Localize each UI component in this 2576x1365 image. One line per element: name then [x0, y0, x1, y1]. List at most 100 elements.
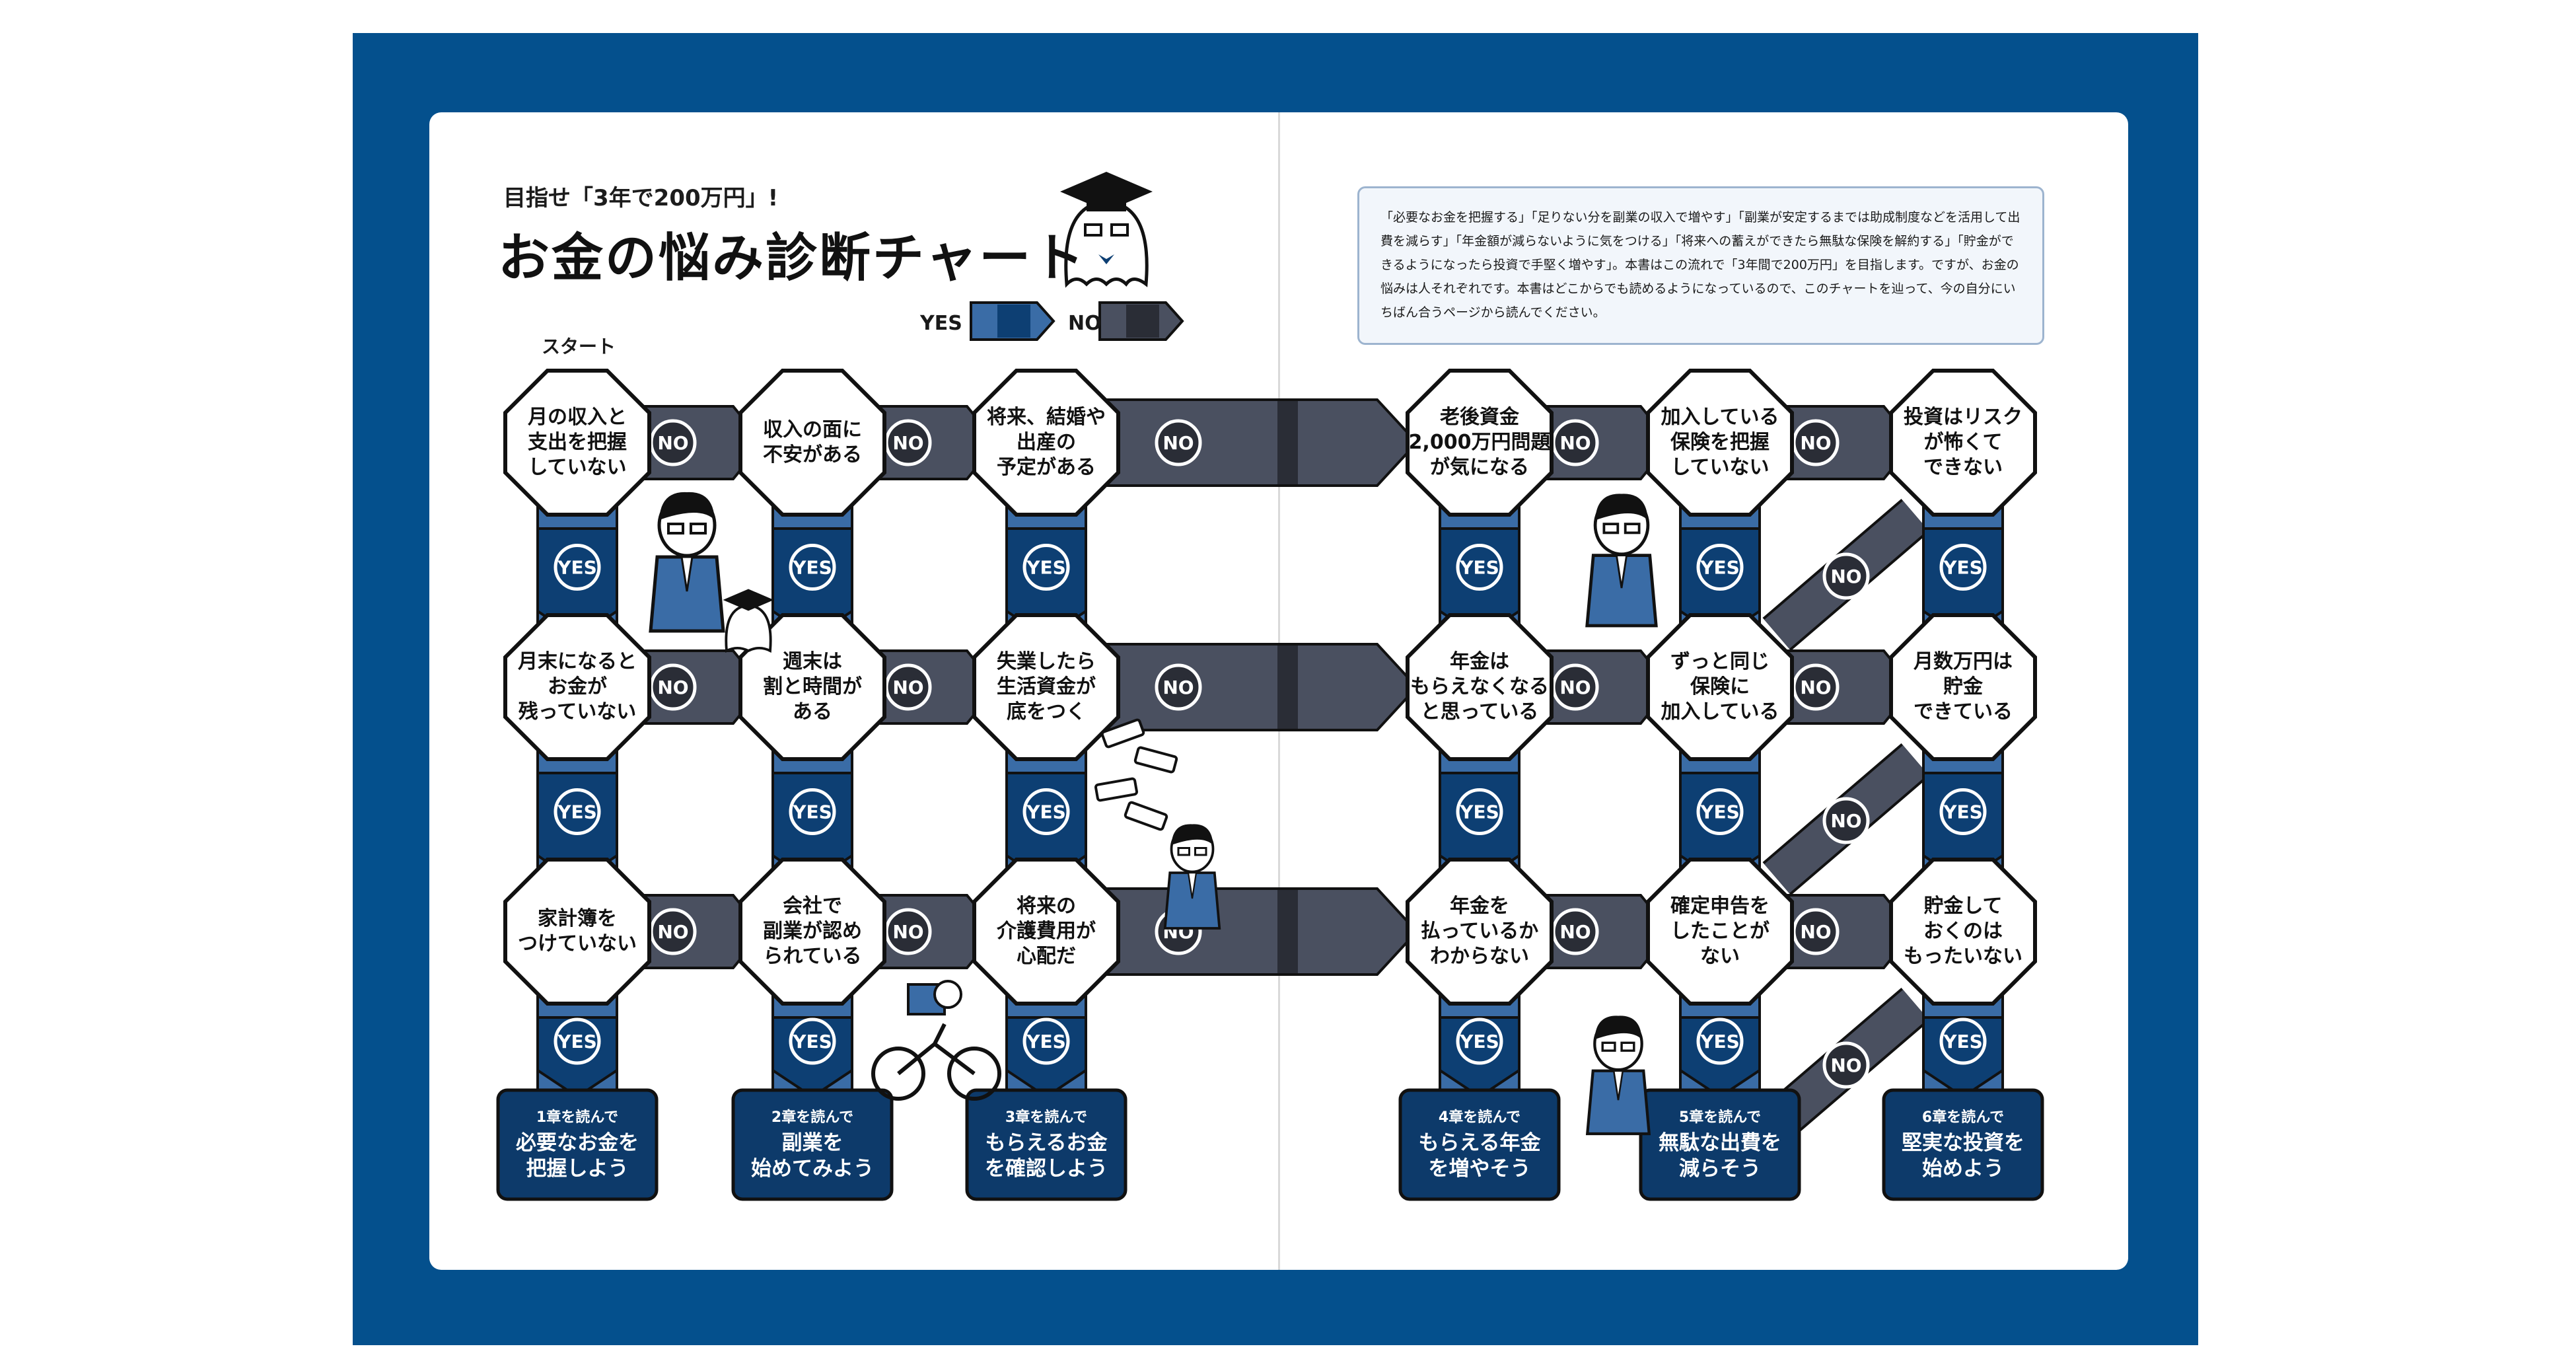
businessman-figure-icon-2-hair [1595, 494, 1648, 521]
no-connector-c1-c2-r2-badge-label: NO [657, 677, 688, 698]
businessman-figure-icon-1-hair [659, 492, 715, 520]
result-title-c4: もらえる年金 を増やそう [1418, 1130, 1541, 1181]
yes-connector-c4-r3-badge: YES [1456, 1017, 1503, 1065]
flying-banknotes-icon-4 [1124, 801, 1168, 831]
yes-connector-c4-r2-badge-label: YES [1459, 801, 1499, 823]
question-node-c4-r3 [1406, 858, 1554, 1006]
mascot-glasses-left [1084, 223, 1102, 237]
businessman-figure-icon-2-glasses-right [1624, 523, 1641, 535]
legend-yes-arrow [970, 301, 1055, 341]
no-connector-c4-c5-r1-badge-label: NO [1559, 432, 1591, 454]
no-connector-c5-c6-r3-badge: NO [1792, 908, 1840, 955]
small-mascot-body [725, 604, 772, 653]
no-connector-cross-row-2-badge-label: NO [1163, 677, 1194, 698]
yes-connector-c3-r2-badge: YES [1022, 788, 1070, 835]
no-connector-cross-row-1-badge-circle [1155, 419, 1202, 466]
no-connector-c2-c3-r2-badge: NO [884, 663, 932, 711]
question-text-c6-r1: 投資はリスク が怖くて できない [1904, 406, 2022, 479]
yes-connector-c5-r2-badge-label: YES [1699, 801, 1740, 823]
result-box-c4 [1398, 1088, 1561, 1201]
no-connector-diag-2-badge-circle [1822, 797, 1870, 844]
piggy-bank-figure-icon-suit [1163, 871, 1221, 930]
no-connector-cross-row-2-body [1104, 643, 1419, 731]
yes-connector-c5-r3-badge-circle [1696, 1017, 1744, 1065]
flying-banknotes-icon-1 [1100, 718, 1145, 749]
businessman-figure-icon-2 [1585, 494, 1658, 628]
no-connector-cross-row-2-badge: NO [1155, 663, 1202, 711]
legend-yes-label: YES [920, 312, 962, 335]
yes-connector-c3-r3-badge: YES [1022, 1017, 1070, 1065]
small-mascot-icon [723, 589, 774, 653]
yes-connector-c2-r3-badge-label: YES [792, 1031, 832, 1052]
result-chapter-c3: 3章を読んで [1005, 1109, 1088, 1126]
mascot-bowtie [1098, 254, 1114, 264]
result-box-text-c1: 1章を読んで必要なお金を 把握しよう [498, 1090, 657, 1199]
result-box-c2 [731, 1088, 894, 1201]
no-connector-c2-c3-r3-badge: NO [884, 908, 932, 955]
question-text-c5-r3: 確定申告を したことが ない [1670, 895, 1770, 968]
no-connector-diag-1-badge: NO [1822, 552, 1870, 600]
result-title-c3: もらえるお金 を確認しよう [985, 1130, 1108, 1181]
worried-man-figure-icon-shirt [1612, 1070, 1624, 1101]
yes-connector-c2-r1-badge-circle [789, 544, 836, 591]
no-connector-c4-c5-r2-badge: NO [1552, 663, 1599, 711]
result-box-text-c5: 5章を読んで無駄な出費を 減らそう [1641, 1090, 1799, 1199]
question-text-c2-r3: 会社で 副業が認め られている [763, 895, 862, 968]
result-box-c3 [965, 1088, 1127, 1201]
legend-yes-arrow-shade [997, 305, 1030, 338]
yes-connector-c3-r3-badge-label: YES [1026, 1031, 1066, 1052]
no-connector-c5-c6-r2-badge: NO [1792, 663, 1840, 711]
cyclist-wheel-front [947, 1047, 1001, 1101]
yes-connector-c2-r1-badge: YES [789, 544, 836, 591]
no-connector-cross-row-2-badge-circle [1155, 663, 1202, 711]
question-text-c6-r3: 貯金して おくのは もったいない [1904, 895, 2022, 968]
mascot-hat [1060, 172, 1153, 211]
no-connector-diag-1-badge-circle [1822, 552, 1870, 600]
no-connector-c2-c3-r2-badge-label: NO [892, 677, 923, 698]
result-box-c1 [496, 1088, 659, 1201]
result-chapter-c2: 2章を読んで [771, 1109, 854, 1126]
no-connector-c4-c5-r2-badge-label: NO [1559, 677, 1591, 698]
question-text-c3-r2: 失業したら 生活資金が 底をつく [997, 650, 1096, 723]
yes-connector-c6-r2-badge-label: YES [1943, 801, 1983, 823]
chart-title: お金の悩み診断チャート [498, 229, 1087, 288]
question-node-c6-r1 [1889, 369, 2037, 517]
question-text-c2-r1: 収入の面に 不安がある [763, 418, 862, 466]
yes-connector-c1-r3-badge-circle [554, 1017, 601, 1065]
yes-connector-c6-r2-badge-circle [1939, 788, 1987, 835]
yes-connector-c6-r2-badge: YES [1939, 788, 1987, 835]
no-connector-c1-c2-r1-badge: NO [649, 419, 697, 466]
no-connector-c4-c5-r3-badge: NO [1552, 908, 1599, 955]
yes-connector-c1-r3-badge: YES [554, 1017, 601, 1065]
legend-no-arrow [1098, 301, 1184, 341]
yes-connector-c6-r3-badge-circle [1939, 1017, 1987, 1065]
yes-connector-c5-r2-badge-circle [1696, 788, 1744, 835]
businessman-figure-icon-1-glasses-left [667, 523, 684, 535]
no-connector-cross-row-2-shade [1277, 646, 1298, 729]
yes-connector-c2-r2-badge-label: YES [792, 801, 832, 823]
no-connector-cross-row-1-badge: NO [1155, 419, 1202, 466]
no-connector-diag-3-badge-circle [1822, 1041, 1870, 1089]
no-connector-diag-3-badge-label: NO [1830, 1054, 1861, 1076]
question-text-c4-r1: 老後資金 2,000万円問題 が気になる [1408, 406, 1551, 479]
no-connector-cross-row-3-shade [1277, 890, 1298, 973]
piggy-bank-figure-icon-glasses-left [1177, 847, 1190, 856]
businessman-figure-icon-1-glasses-right [690, 523, 707, 535]
no-connector-c2-c3-r1-badge-label: NO [892, 432, 923, 454]
piggy-bank-figure-icon [1163, 824, 1221, 930]
question-node-c2-r2 [738, 613, 886, 761]
question-node-c6-r2 [1889, 613, 2037, 761]
result-chapter-c6: 6章を読んで [1921, 1109, 2005, 1126]
question-node-c6-r3 [1889, 858, 2037, 1006]
legend-no-label: NO [1068, 312, 1102, 335]
no-connector-c4-c5-r1-badge: NO [1552, 419, 1599, 466]
small-mascot-hat [723, 589, 774, 611]
yes-connector-c3-r3-badge-circle [1022, 1017, 1070, 1065]
mascot-hat-band [1087, 198, 1126, 211]
yes-connector-c4-r3-badge-label: YES [1459, 1031, 1499, 1052]
question-text-c1-r1: 月の収入と 支出を把握 していない [528, 406, 627, 479]
question-node-c4-r1 [1406, 369, 1554, 517]
no-connector-diag-1-badge-label: NO [1830, 566, 1861, 587]
yes-connector-c2-r2-badge-circle [789, 788, 836, 835]
yes-connector-c3-r1-badge: YES [1022, 544, 1070, 591]
